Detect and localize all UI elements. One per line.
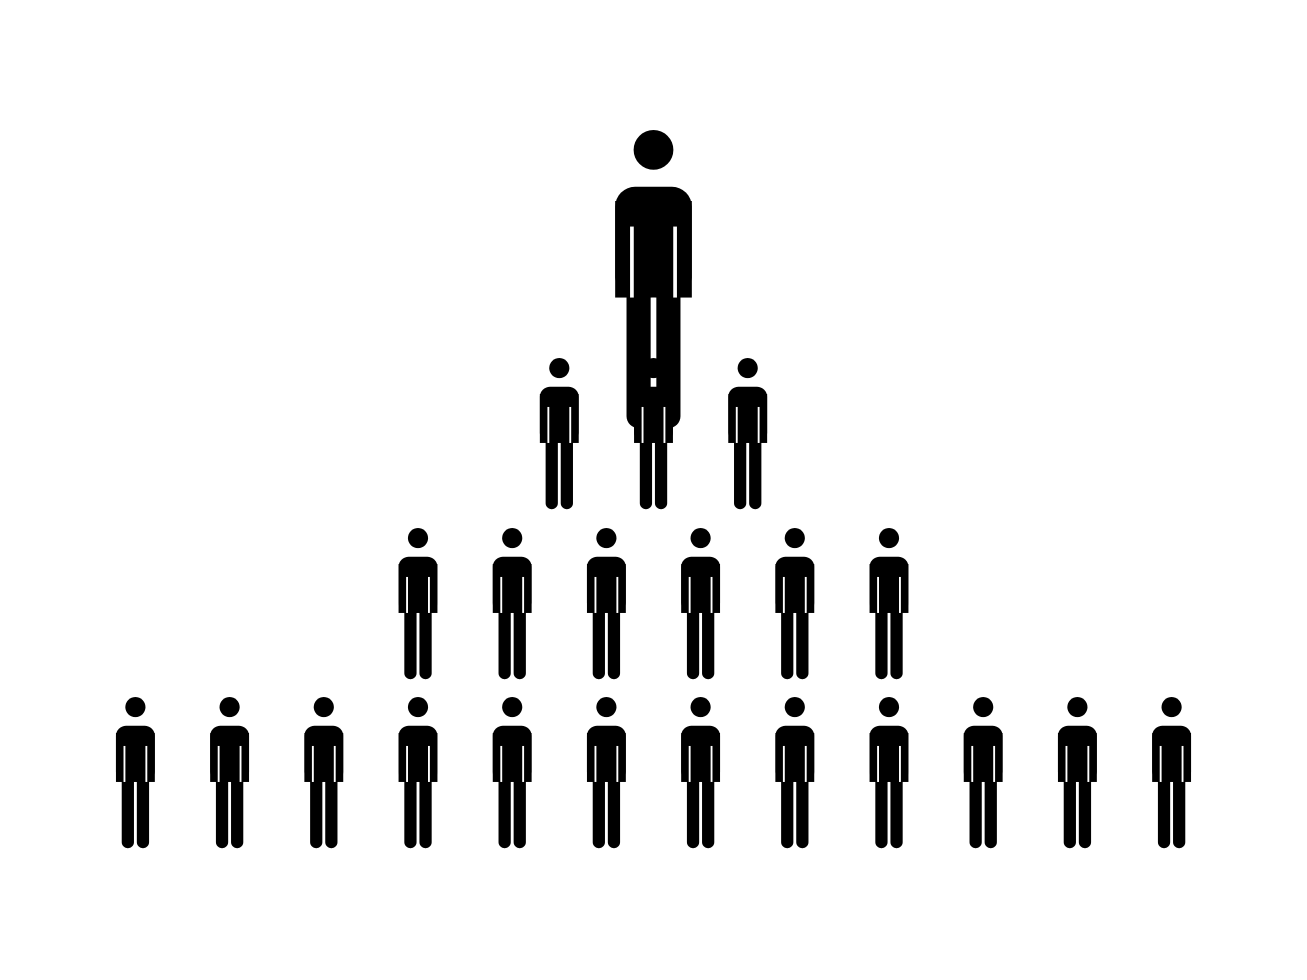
- person-icon: [539, 358, 579, 511]
- person-icon: [681, 528, 721, 681]
- person-icon: [492, 528, 532, 681]
- person-icon: [1152, 697, 1192, 850]
- person-icon: [586, 528, 626, 681]
- person-icon: [1057, 697, 1097, 850]
- person-icon: [869, 528, 909, 681]
- person-icon: [775, 697, 815, 850]
- pyramid-level-3: [398, 528, 909, 681]
- person-icon: [586, 697, 626, 850]
- person-icon: [869, 697, 909, 850]
- pyramid-level-4: [115, 697, 1192, 850]
- person-icon: [615, 130, 692, 432]
- person-icon: [115, 697, 155, 850]
- person-icon: [728, 358, 768, 511]
- pyramid-level-1: [615, 130, 692, 432]
- person-icon: [304, 697, 344, 850]
- person-icon: [963, 697, 1003, 850]
- person-icon: [210, 697, 250, 850]
- person-icon: [492, 697, 532, 850]
- person-icon: [398, 697, 438, 850]
- person-icon: [775, 528, 815, 681]
- person-icon: [681, 697, 721, 850]
- person-icon: [398, 528, 438, 681]
